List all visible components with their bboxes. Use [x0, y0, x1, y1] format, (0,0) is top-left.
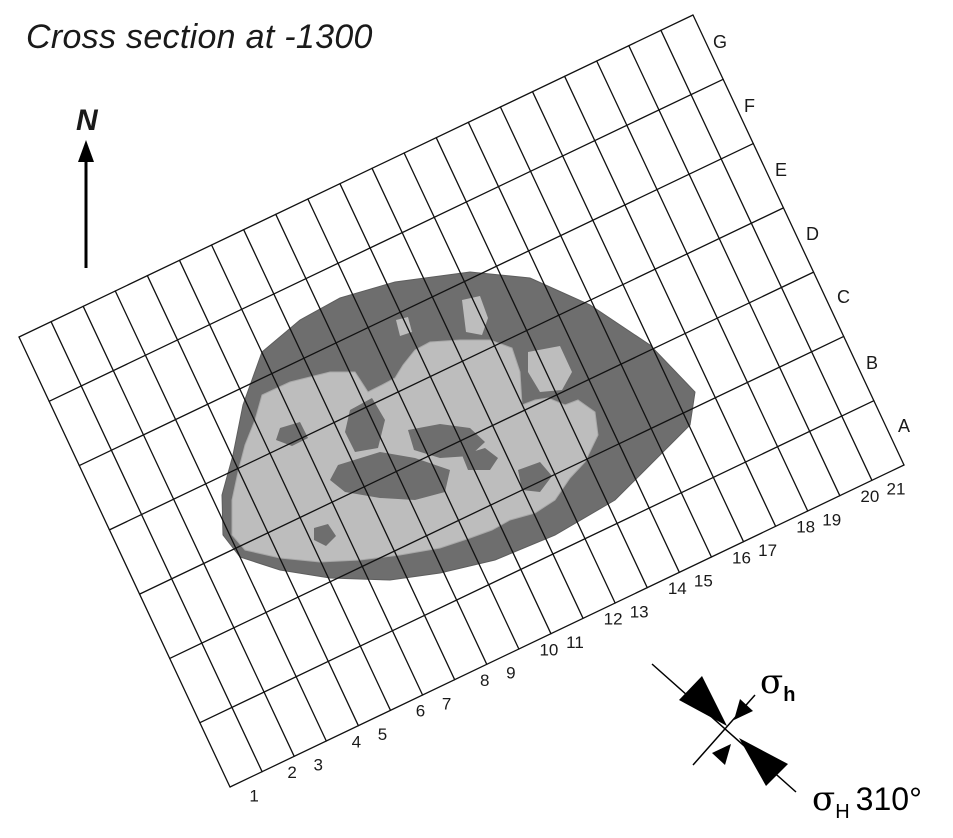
grid-column-line: [339, 183, 552, 635]
north-arrow-icon: [78, 140, 94, 268]
row-label: D: [806, 224, 819, 244]
grid-row-line: [229, 464, 905, 788]
column-label: 3: [314, 756, 323, 775]
row-labels: A B C D E F G: [713, 32, 910, 436]
grid-row-line: [18, 14, 694, 338]
grid-column-line: [275, 213, 488, 665]
column-label: 12: [604, 610, 623, 629]
row-label: F: [744, 96, 755, 116]
row-label: C: [837, 287, 850, 307]
grid-column-line: [307, 198, 520, 650]
grid-row-line: [138, 271, 815, 595]
column-label: 17: [758, 541, 777, 560]
column-label: 5: [378, 725, 387, 744]
column-label: 6: [416, 702, 425, 721]
dark-inclusions: [276, 398, 552, 546]
minor-stress-label: σh: [760, 662, 795, 706]
grid-column-line: [499, 106, 713, 558]
column-label: 21: [886, 480, 905, 499]
column-label: 13: [630, 602, 649, 621]
grid-column-line: [435, 137, 648, 589]
column-label: 7: [442, 694, 451, 713]
major-stress-arrow-icon: [679, 676, 727, 726]
figure-title: Cross section at -1300: [26, 18, 373, 56]
grid-column-line: [146, 275, 360, 727]
survey-grid: [18, 14, 905, 788]
minor-stress-arrow-icon: [734, 699, 753, 720]
grid-row-line: [78, 142, 754, 467]
grid-column-line: [660, 29, 873, 481]
grid-column-line: [403, 152, 616, 604]
grid-column-line: [114, 290, 327, 742]
grid-row-line: [169, 335, 845, 660]
grid-column-line: [178, 259, 392, 711]
north-label: N: [76, 104, 99, 137]
grid-column-line: [18, 336, 231, 788]
grid-row-line: [108, 207, 785, 531]
grid-column-line: [531, 91, 745, 543]
grid-column-line: [563, 75, 777, 527]
column-label: 1: [249, 786, 258, 805]
grid-column-line: [243, 229, 456, 681]
grid-column-line: [50, 321, 263, 773]
column-label: 14: [668, 579, 687, 598]
major-stress-arrow-icon: [739, 738, 788, 786]
row-label: G: [713, 32, 727, 52]
grid-column-line: [467, 121, 680, 573]
grid-column-line: [371, 167, 584, 619]
stress-symbol: [651, 663, 797, 793]
column-label: 15: [694, 572, 713, 591]
row-label: B: [866, 353, 878, 373]
column-label: 20: [860, 487, 879, 506]
column-label: 18: [796, 518, 815, 537]
grid-column-line: [628, 45, 841, 497]
column-label: 10: [539, 640, 558, 659]
grid-row-line: [48, 78, 724, 402]
grid-column-line: [82, 305, 295, 757]
grid-column-line: [692, 14, 905, 466]
grid-column-line: [210, 244, 424, 696]
column-label: 19: [822, 510, 841, 529]
column-label: 9: [506, 664, 515, 683]
column-label: 8: [480, 671, 489, 690]
minor-stress-arrow-icon: [712, 744, 731, 765]
grid-column-line: [596, 60, 809, 512]
column-label: 16: [732, 548, 751, 567]
grid-row-line: [199, 400, 875, 724]
column-label: 4: [352, 732, 361, 751]
column-label: 11: [566, 633, 584, 652]
row-label: E: [775, 160, 787, 180]
row-label: A: [898, 416, 910, 436]
column-label: 2: [287, 763, 296, 782]
